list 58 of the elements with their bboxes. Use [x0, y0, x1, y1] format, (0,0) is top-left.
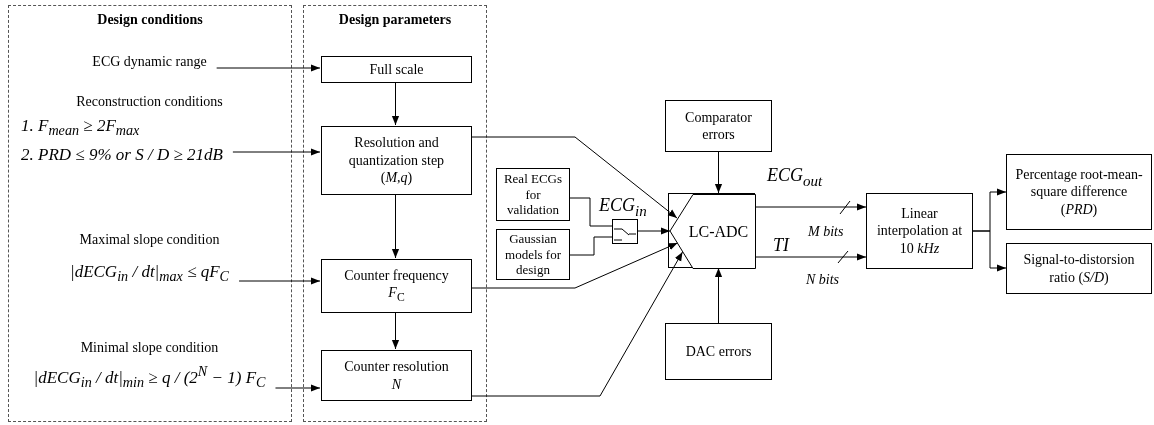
arrow: [470, 136, 678, 219]
process-box: [1006, 243, 1152, 294]
process-box: [321, 56, 472, 83]
arrow: [714, 267, 723, 324]
arrow: [391, 81, 400, 126]
arrow: [714, 151, 723, 194]
converter-block: [668, 193, 755, 268]
box-label: Linear interpolation at 10 kHz: [875, 204, 964, 258]
arrow: [216, 64, 321, 72]
arrow: [470, 251, 683, 397]
box-label: DAC errors: [685, 342, 752, 361]
arrow: [391, 193, 400, 259]
box-label: Counter frequency: [344, 266, 449, 285]
process-box: [1006, 154, 1152, 230]
box-label: Signal-to-distorsion ratio (S/D): [1022, 251, 1136, 286]
process-box: [321, 126, 472, 195]
dashed-panel: [8, 5, 292, 422]
process-box: [321, 259, 472, 313]
box-label: LC-ADC: [687, 222, 750, 242]
process-box: [496, 229, 570, 280]
panel-title: Design conditions: [96, 12, 204, 28]
box-label: F$_{C}$: [388, 284, 405, 306]
arrow: [972, 230, 1007, 272]
bus-width-label: M bits: [808, 224, 844, 240]
box-label: Full scale: [369, 60, 424, 79]
box-label: Comparator errors: [684, 108, 753, 144]
condition-heading: Reconstruction conditions: [75, 93, 224, 111]
arrow: [232, 148, 321, 156]
process-box: [665, 100, 772, 152]
condition-heading: ECG dynamic range: [91, 53, 208, 71]
formula: 1. F$_{mean}$ ≥ 2F$_{max}$: [20, 115, 141, 141]
process-box: [866, 193, 973, 269]
arrow: [637, 227, 671, 235]
box-label: N: [391, 375, 402, 393]
process-box: [496, 168, 570, 221]
formula: 2. PRD ≤ 9% or S / D ≥ 21dB: [20, 144, 224, 166]
bus-width-label: N bits: [806, 272, 840, 288]
arrow: [238, 277, 321, 285]
arrow: [754, 203, 867, 211]
condition-heading: Minimal slope condition: [79, 339, 220, 357]
box-label: Gaussian models for design: [504, 231, 562, 278]
box-label: Percentage root-mean-square difference (PRD): [1014, 165, 1144, 219]
formula: |dECG$_{in}$ / dt|$_{max}$ ≤ qF$_{C}$: [68, 261, 231, 287]
box-label: (M,q): [380, 169, 413, 187]
connector-line: [569, 236, 613, 256]
arrow: [754, 253, 867, 261]
connector-line: [569, 197, 613, 227]
dashed-panel: [303, 5, 487, 422]
panel-title: Design parameters: [337, 12, 453, 28]
arrow: [391, 311, 400, 350]
formula: |dECG$_{in}$ / dt|$_{min}$ ≥ q / (2$^{N}$ − 1) F$_{C}$: [32, 363, 267, 392]
box-label: Real ECGs for validation: [502, 171, 564, 218]
process-box: [321, 350, 472, 401]
process-box: [665, 323, 772, 380]
box-label: Counter resolution: [344, 358, 449, 376]
condition-heading: Maximal slope condition: [78, 231, 221, 249]
arrow: [470, 242, 678, 289]
arrow: [275, 384, 321, 392]
